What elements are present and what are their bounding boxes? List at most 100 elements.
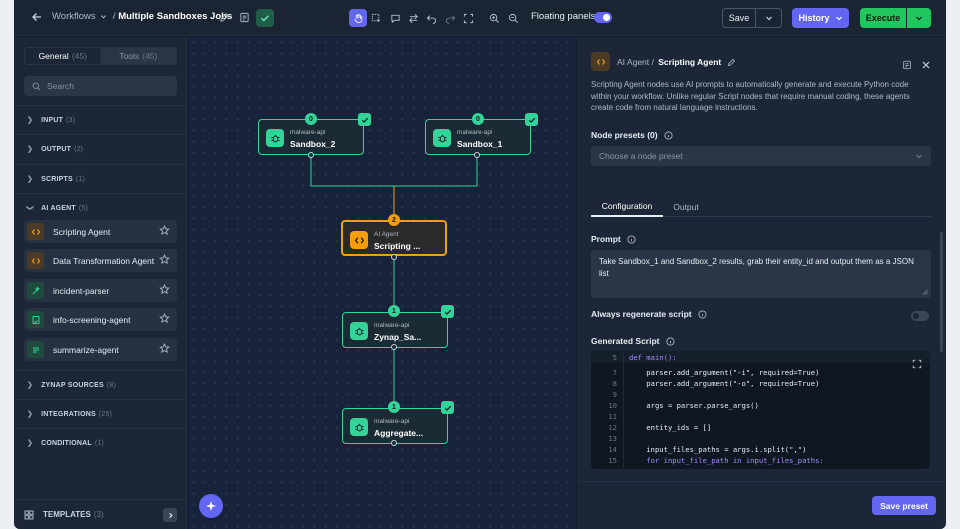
category-ai-agent[interactable]: ❯AI AGENT(5)	[14, 193, 187, 222]
tab-general[interactable]: General (45)	[25, 48, 101, 64]
info-icon[interactable]	[698, 309, 707, 319]
workflow-node-zynap-sa[interactable]: malware-api Zynap_Sa...	[342, 312, 448, 348]
info-icon[interactable]	[666, 336, 675, 346]
category-output[interactable]: ❯OUTPUT(2)	[14, 134, 187, 163]
agent-item-incident-parser[interactable]: incident-parser	[24, 279, 177, 302]
line-number: 13	[608, 434, 617, 443]
chevron-right-icon	[168, 512, 173, 518]
generated-script-editor[interactable]: 5 def main(): 7 parser.add_argument("-i"…	[591, 351, 930, 469]
fit-view-button[interactable]	[459, 9, 477, 27]
agent-item-summarize-agent[interactable]: summarize-agent	[24, 338, 177, 361]
node-title: Aggregate...	[374, 428, 424, 438]
execute-options-button[interactable]	[907, 8, 931, 28]
node-subtitle: malware-api	[374, 418, 410, 425]
back-arrow-icon[interactable]	[31, 11, 43, 23]
line-number: 9	[612, 390, 617, 399]
tab-configuration[interactable]: Configuration	[591, 197, 663, 217]
save-options-button[interactable]	[755, 8, 782, 28]
saved-check-button[interactable]	[256, 9, 274, 27]
panel-scrollbar[interactable]	[940, 232, 943, 352]
expand-templates-button[interactable]	[163, 508, 177, 522]
prompt-textarea[interactable]: Take Sandbox_1 and Sandbox_2 results, gr…	[591, 250, 931, 298]
ai-assistant-button[interactable]	[199, 494, 223, 518]
star-icon[interactable]	[159, 254, 170, 267]
line-number: 14	[608, 445, 617, 454]
toggle-knob	[913, 313, 919, 319]
search-input[interactable]: Search	[24, 76, 177, 96]
output-handle[interactable]	[474, 152, 480, 158]
category-input[interactable]: ❯INPUT(3)	[14, 105, 187, 134]
zoom-out-button[interactable]	[504, 9, 522, 27]
redo-button[interactable]	[441, 9, 459, 27]
info-icon[interactable]	[627, 234, 636, 244]
agent-item-info-screening-agent[interactable]: info-screening-agent	[24, 308, 177, 331]
star-icon[interactable]	[159, 313, 170, 326]
star-icon[interactable]	[159, 343, 170, 356]
category-integrations[interactable]: ❯INTEGRATIONS(25)	[14, 399, 187, 428]
execute-button[interactable]: Execute	[860, 8, 906, 28]
floating-panels-toggle[interactable]	[594, 12, 612, 23]
category-zynap-sources[interactable]: ❯ZYNAP SOURCES(8)	[14, 370, 187, 399]
agent-item-scripting-agent[interactable]: Scripting Agent	[24, 220, 177, 243]
star-icon[interactable]	[159, 284, 170, 297]
tab-output[interactable]: Output	[669, 197, 703, 217]
expand-editor-icon[interactable]	[912, 359, 922, 371]
close-icon[interactable]	[921, 57, 931, 75]
pencil-icon[interactable]	[727, 57, 736, 67]
save-button[interactable]: Save	[722, 8, 756, 28]
notes-icon[interactable]	[239, 12, 250, 23]
workflow-node-sandbox-1[interactable]: malware-api Sandbox_1	[425, 119, 531, 155]
node-run-count: 0	[305, 113, 317, 125]
agent-item-data-transformation-agent[interactable]: Data Transformation Agent	[24, 249, 177, 272]
info-icon[interactable]	[664, 130, 673, 140]
resize-handle-icon[interactable]	[922, 289, 928, 295]
node-status-check	[525, 113, 538, 126]
code-line: args = parser.parse_args()	[629, 401, 759, 410]
line-number: 12	[608, 423, 617, 432]
chevron-down-icon	[916, 154, 922, 159]
templates-section[interactable]: TEMPLATES (3)	[14, 499, 187, 529]
save-button-label: Save	[728, 13, 750, 23]
pencil-icon[interactable]	[219, 12, 230, 23]
select-tool-button[interactable]	[367, 9, 385, 27]
sidebar-tabs: General (45) Tools (45)	[24, 47, 177, 65]
comment-tool-button[interactable]	[386, 9, 404, 27]
star-icon[interactable]	[159, 225, 170, 238]
undo-icon	[426, 14, 436, 24]
chevron-right-icon: ❯	[27, 146, 34, 153]
node-type-badge	[591, 52, 610, 71]
wand-icon	[27, 282, 44, 299]
swap-tool-button[interactable]	[404, 9, 422, 27]
node-status-check	[441, 401, 454, 414]
workflows-link[interactable]: Workflows	[52, 11, 96, 22]
preset-select[interactable]: Choose a node preset	[591, 146, 931, 166]
zoom-in-button[interactable]	[485, 9, 503, 27]
code-line: parser.add_argument("-o", required=True)	[629, 379, 820, 388]
node-status-check	[358, 113, 371, 126]
save-preset-button[interactable]: Save preset	[872, 496, 936, 515]
docs-icon[interactable]	[902, 57, 912, 75]
output-handle[interactable]	[391, 254, 397, 260]
prompt-label-text: Prompt	[591, 234, 621, 244]
regen-toggle[interactable]	[911, 311, 929, 321]
output-handle[interactable]	[391, 440, 397, 446]
output-handle[interactable]	[391, 344, 397, 350]
undo-button[interactable]	[422, 9, 440, 27]
code-icon	[27, 252, 44, 269]
node-run-count: 2	[388, 214, 400, 226]
category-scripts[interactable]: ❯SCRIPTS(1)	[14, 164, 187, 193]
workflow-canvas[interactable]: malware-api Sandbox_2 0 malware-api Sand…	[188, 37, 576, 529]
output-handle[interactable]	[308, 152, 314, 158]
tab-tools-label: Tools	[119, 51, 140, 61]
category-conditional[interactable]: ❯CONDITIONAL(1)	[14, 428, 187, 457]
node-library-sidebar: General (45) Tools (45) Search ❯INPUT(3)…	[14, 37, 187, 529]
category-label: SCRIPTS	[41, 175, 73, 183]
chevron-down-icon[interactable]	[100, 11, 110, 22]
hand-tool-button[interactable]	[349, 9, 367, 27]
node-run-count: 0	[472, 113, 484, 125]
history-button[interactable]: History	[792, 8, 849, 28]
tab-tools[interactable]: Tools (45)	[101, 48, 177, 64]
sparkle-icon	[206, 501, 216, 511]
node-subtitle: AI Agent	[374, 231, 399, 238]
workflow-node-aggregate[interactable]: malware-api Aggregate...	[342, 408, 448, 444]
